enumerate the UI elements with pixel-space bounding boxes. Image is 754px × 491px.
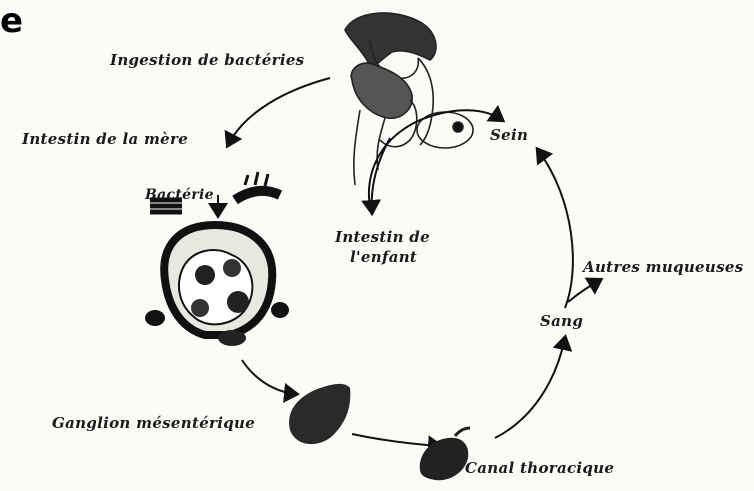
label-autres-muqueuses: Autres muqueuses (583, 258, 744, 276)
label-canal-thoracique: Canal thoracique (465, 459, 615, 477)
arrow-sang-to-autres (567, 277, 604, 303)
label-ingestion: Ingestion de bactéries (110, 51, 305, 69)
arrow-canal-to-sang (494, 334, 573, 439)
thoracic-duct (419, 426, 471, 481)
arrow-sang-to-sein (535, 146, 574, 309)
arrow-ingestion-to-intestin (224, 77, 331, 149)
label-intestin-mere: Intestin de la mère (22, 130, 189, 148)
label-intestin-enfant-line2: l'enfant (350, 248, 418, 266)
label-ganglion: Ganglion mésentérique (52, 414, 256, 432)
label-intestin-enfant-line1: Intestin de (335, 228, 430, 246)
arrow-intestin-enfant-loop (368, 104, 506, 216)
corner-mark: e (0, 1, 24, 41)
mesenteric-ganglion (289, 383, 351, 445)
arrow-ganglion-to-canal (351, 433, 444, 456)
label-sang: Sang (540, 312, 584, 330)
label-sein: Sein (490, 126, 529, 144)
label-bacterie: Bactérie (145, 187, 214, 203)
intestinal-villus (145, 171, 289, 346)
arrow-intestin-enfant-down (361, 137, 391, 216)
arrow-villus-to-ganglion (241, 359, 300, 403)
mother-child-illustration (344, 12, 474, 186)
